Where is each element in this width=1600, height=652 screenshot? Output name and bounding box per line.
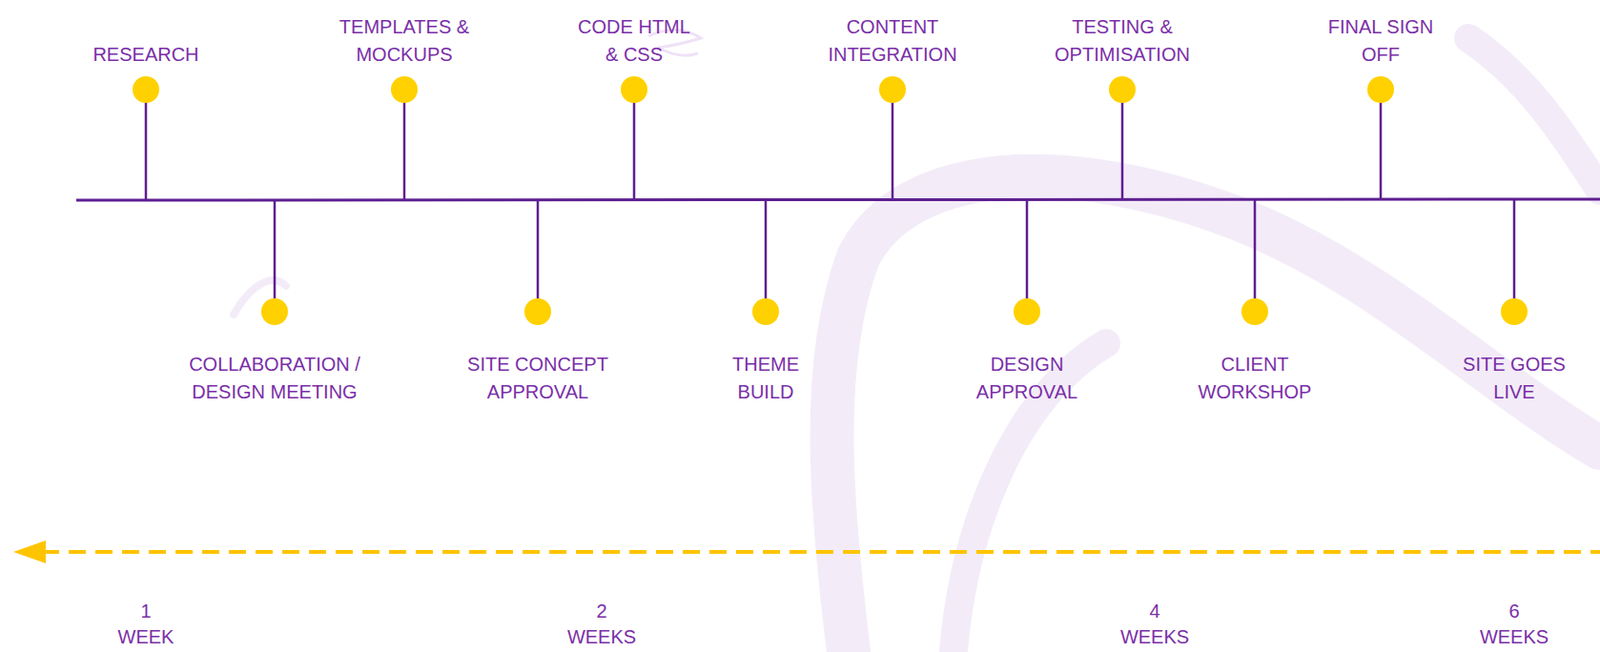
milestone-dot: DESIGN APPROVAL (1013, 298, 1041, 326)
milestone-label: RESEARCH (79, 41, 213, 69)
milestone-dot: SITE GOES LIVE (1500, 298, 1528, 326)
duration-label: 1 WEEK (118, 598, 175, 651)
milestone-label: COLLABORATION / DESIGN MEETING (164, 350, 385, 407)
duration-arrow (13, 540, 1600, 564)
milestone-dot: FINAL SIGN OFF (1367, 76, 1395, 103)
milestone-label: SITE CONCEPT APPROVAL (442, 350, 634, 407)
milestone-dot: CLIENT WORKSHOP (1241, 298, 1269, 326)
timeline-axis (76, 199, 1600, 201)
milestone-stem (1121, 89, 1125, 201)
duration-label: 4 WEEKS (1120, 598, 1190, 651)
duration-label: 6 WEEKS (1479, 598, 1549, 651)
milestone-stem (1379, 89, 1383, 201)
milestone-label: CODE HTML & CSS (574, 13, 695, 69)
milestone-stem (403, 89, 407, 201)
duration-label: 2 WEEKS (567, 598, 636, 651)
milestone-stem (273, 200, 277, 312)
milestone-label: SITE GOES LIVE (1458, 350, 1570, 407)
milestone-label: TESTING & OPTIMISATION (1031, 13, 1213, 69)
milestone-stem (1513, 200, 1517, 312)
milestone-stem (1025, 200, 1029, 312)
milestone-dot: CODE HTML & CSS (620, 76, 648, 103)
milestone-label: TEMPLATES & MOCKUPS (321, 13, 489, 69)
watermark (233, 38, 1600, 652)
milestone-stem (891, 89, 895, 201)
milestone-stem (144, 89, 148, 201)
milestone-dot: SITE CONCEPT APPROVAL (524, 298, 552, 326)
milestone-label: FINAL SIGN OFF (1323, 13, 1438, 69)
milestone-label: CLIENT WORKSHOP (1178, 350, 1332, 407)
milestone-stem (633, 89, 636, 201)
arrow-head (13, 540, 46, 564)
milestone-label: CONTENT INTEGRATION (809, 13, 977, 69)
milestone-dot: CONTENT INTEGRATION (879, 76, 906, 103)
milestone-dot: TESTING & OPTIMISATION (1108, 76, 1136, 103)
dashed-line (41, 550, 1600, 554)
milestone-stem (1253, 200, 1257, 312)
milestone-stem (536, 200, 540, 312)
milestone-dot: RESEARCH (132, 76, 160, 103)
milestone-stem (764, 200, 768, 312)
milestone-label: DESIGN APPROVAL (955, 350, 1099, 407)
milestone-dot: COLLABORATION / DESIGN MEETING (261, 298, 288, 326)
milestone-dot: TEMPLATES & MOCKUPS (390, 76, 418, 103)
milestone-label: THEME BUILD (722, 350, 809, 407)
milestone-dot: THEME BUILD (752, 298, 780, 326)
